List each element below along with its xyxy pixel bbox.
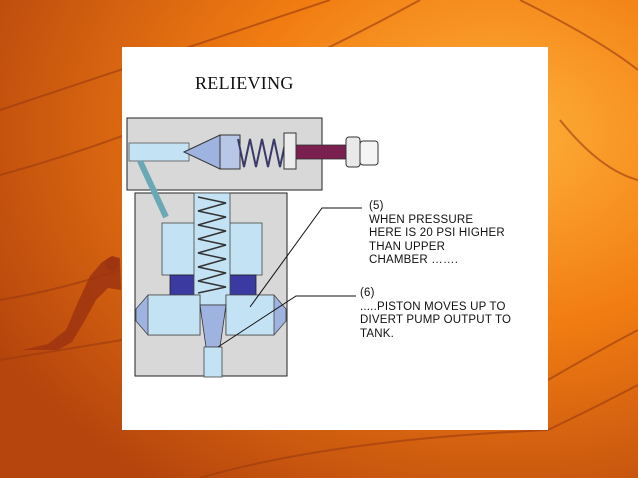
annotation-6-line-2: DIVERT PUMP OUTPUT TO [360,314,512,326]
tank-port [203,346,223,378]
adjustment-knob-end [359,140,379,166]
page-title: RELIEVING [195,73,294,93]
annotation-5-label: (5) [369,200,384,212]
runner-silhouette [22,256,121,350]
adjustment-stem [295,144,347,160]
runner-head [105,257,119,271]
leader-lines [217,207,362,348]
leader-line-6 [217,295,356,348]
main-spring [197,196,227,294]
relief-valve-diagram [126,117,379,378]
annotation-5-line-4: CHAMBER ……. [369,254,459,266]
annotation-5: (5) WHEN PRESSURE HERE IS 20 PSI HIGHER … [369,200,505,268]
pilot-spring [237,138,287,168]
content-panel: RELIEVING (5) WHEN PRESSURE HERE IS 20 P… [122,47,548,430]
pilot-passage [128,142,190,219]
annotation-6-line-1: .....PISTON MOVES UP TO [360,300,506,313]
annotation-6-line-3: TANK. [360,327,395,340]
adjustment-knob[interactable] [345,136,361,168]
leader-line-5 [249,207,362,308]
annotation-5-line-3: THAN UPPER [369,240,446,253]
annotation-5-line-1: WHEN PRESSURE [369,213,474,226]
annotation-6: (6) .....PISTON MOVES UP TO DIVERT PUMP … [360,287,511,341]
lower-chamber [135,294,287,336]
annotation-6-label: (6) [360,287,375,299]
annotation-5-line-2: HERE IS 20 PSI HIGHER [369,227,505,239]
poppet-body [219,134,241,170]
spring-seat [283,132,297,170]
